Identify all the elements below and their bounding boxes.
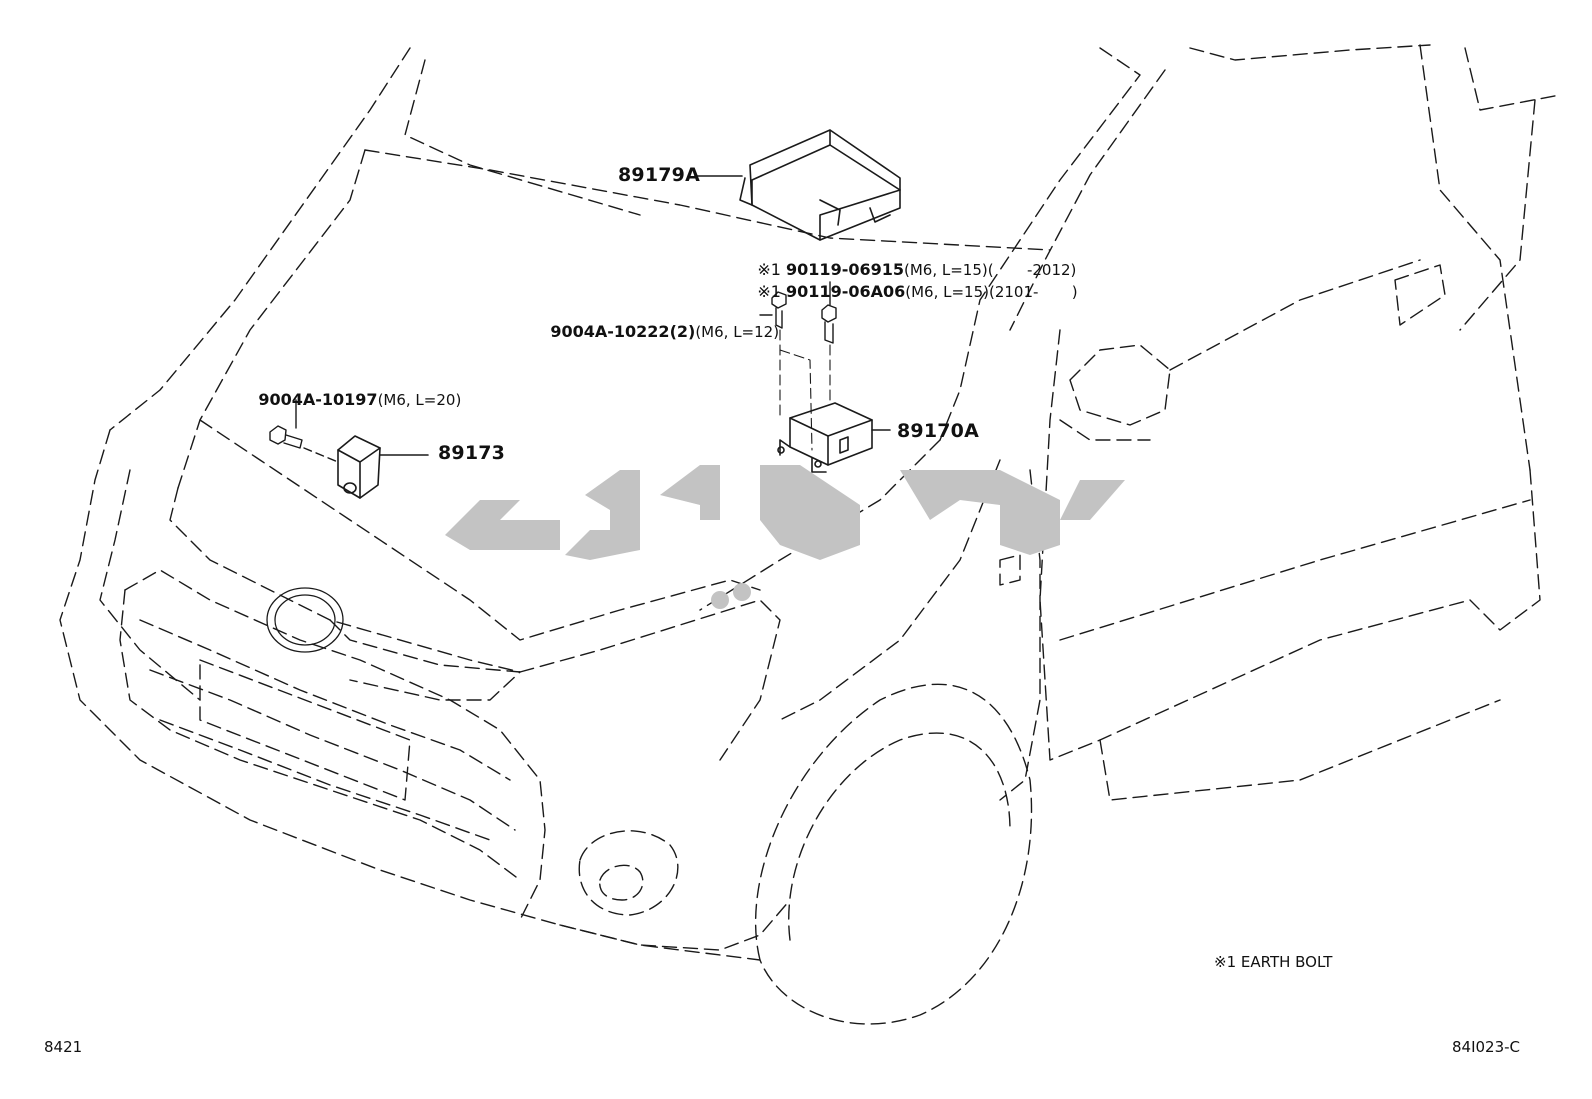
footer-left-code: 8421 — [44, 1038, 83, 1056]
label-ecu-bolt: 9004A-10222(2)(M6, L=12) — [530, 308, 779, 356]
sensor-bolt — [269, 399, 339, 463]
footer-right-code: 84I023-C — [1452, 1038, 1521, 1056]
label-earth-bolt-2: ※1 90119-06A06(M6, L=15)(2101- ) — [737, 268, 1078, 316]
earth-bolt-1-spec: (M6, L=15)( -2012) — [904, 261, 1077, 279]
front-sensor-part — [337, 435, 429, 499]
label-airbag-ecu: 89170A — [897, 420, 980, 442]
sensor-bolt-pn: 9004A-10197 — [258, 390, 378, 409]
earth-bolt-1-mark: ※1 — [757, 260, 781, 279]
sensor-bolt-spec: (M6, L=20) — [377, 391, 462, 409]
ecu-bolt-right — [821, 281, 837, 344]
emblem — [266, 587, 344, 653]
label-front-sensor: 89173 — [438, 442, 506, 464]
ecu-bolt-qty: (2) — [669, 322, 696, 341]
earth-bolt-2-pn: 90119-06A06 — [786, 282, 906, 301]
legend-earth-bolt-note: ※1 EARTH BOLT — [1214, 953, 1333, 971]
ecu-cover-part — [694, 129, 901, 241]
ecu-bolt-left — [759, 291, 787, 329]
label-ecu-cover: 89179A — [618, 164, 701, 186]
earth-bolt-2-spec: (M6, L=15)(2101- ) — [905, 283, 1078, 301]
bolt-centerlines — [779, 329, 831, 451]
ecu-bolt-pn: 9004A-10222 — [550, 322, 670, 341]
car-body-outline — [59, 44, 1561, 1025]
label-sensor-bolt: 9004A-10197(M6, L=20) — [238, 376, 461, 424]
airbag-ecu-part — [777, 402, 891, 473]
earth-bolt-1-pn: 90119-06915 — [786, 260, 904, 279]
ecu-bolt-spec: (M6, L=12) — [695, 323, 780, 341]
earth-bolt-2-mark: ※1 — [757, 282, 781, 301]
label-earth-bolt-1: ※1 90119-06915(M6, L=15)( -2012) — [737, 246, 1076, 294]
